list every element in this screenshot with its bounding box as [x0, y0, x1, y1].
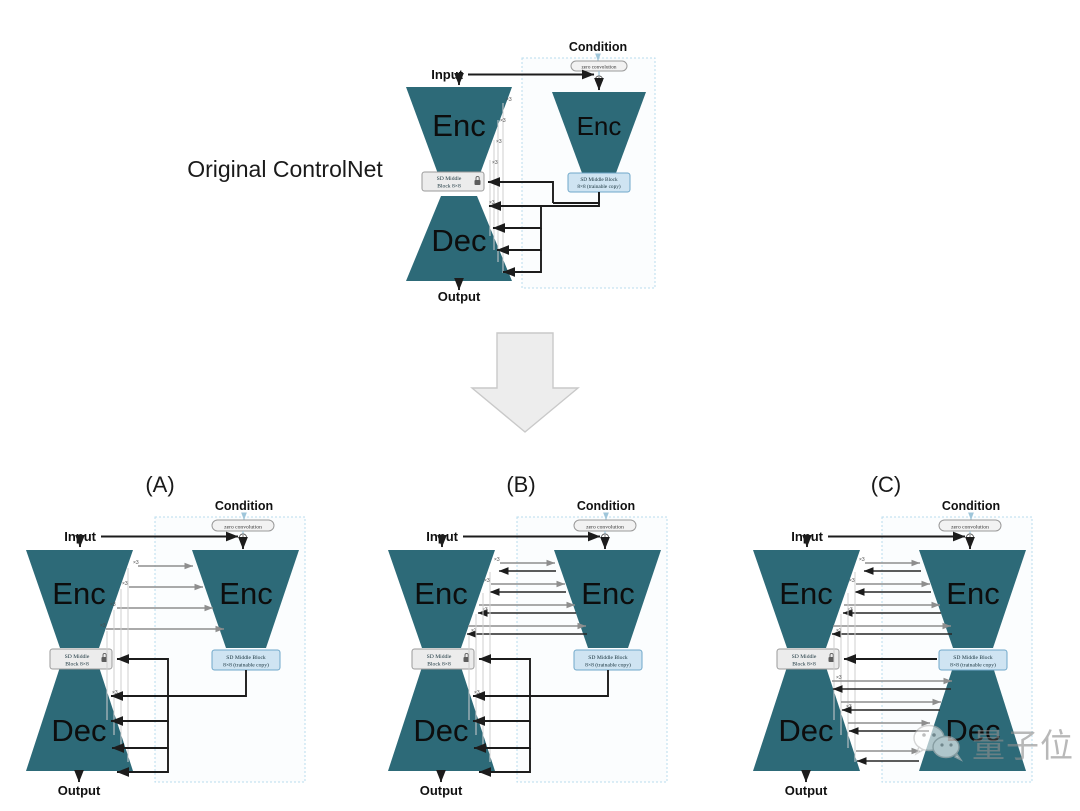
panel-B-left-decoder-label: Dec	[413, 713, 468, 748]
panel-A-inject-mult: ×3	[112, 690, 118, 696]
panel-C-left-sd-middle-block	[776, 648, 840, 670]
skip-multiplier-3: ×3	[496, 139, 502, 145]
right-sd-middle-line1: SD Middle Block	[580, 177, 618, 183]
left-sd-middle-line1: SD Middle	[437, 176, 462, 182]
lock-icon	[474, 176, 481, 185]
panel-B-left-sd-middle-block	[411, 648, 475, 670]
right-sd-middle-line2: 8×8 (trainable copy)	[577, 183, 621, 190]
output-label: Output	[438, 289, 481, 304]
panel-A-mult-3: ×3	[110, 602, 116, 608]
panel-A-right-sd-middle-line2: 8×8 (trainable copy)	[223, 661, 269, 668]
right-encoder-label: Enc	[577, 111, 622, 141]
figure-title: Original ControlNet	[187, 156, 383, 182]
panel-A-condition-label: Condition	[215, 499, 273, 513]
panel-C-zero-convolution-label: zero convolution	[951, 524, 989, 530]
panel-C-mult-1: ×3	[859, 557, 865, 563]
panel-B-left-sd-middle-line2: Block 8×8	[427, 661, 451, 667]
panel-A-right-sd-middle-line1: SD Middle Block	[226, 655, 266, 661]
panel-C-condition-label: Condition	[942, 499, 1000, 513]
panel-C-mult-2: ×3	[849, 578, 855, 584]
panel-C-right-decoder-label: Dec	[945, 713, 1000, 748]
panel-B-mult-2: ×3	[484, 578, 490, 584]
panel-B-left-encoder-label: Enc	[414, 576, 467, 611]
panel-B-encoder-links: ×3 ×3 ×3 ×3	[466, 557, 587, 638]
panel-B-condition-label: Condition	[577, 499, 635, 513]
panel-C-right-sd-middle-line1: SD Middle Block	[953, 655, 993, 661]
panel-C-dec-mult-2: ×3	[846, 704, 852, 710]
panel-C-output-label: Output	[785, 783, 828, 798]
zero-convolution-label: zero convolution	[581, 65, 616, 71]
panel-B-left-sd-middle-line1: SD Middle	[427, 654, 452, 660]
left-encoder-label: Enc	[432, 108, 485, 143]
panel-B-zero-convolution-label: zero convolution	[586, 524, 624, 530]
panel-C-encoder-links: ×3 ×3 ×3 ×3	[831, 557, 952, 638]
panel-A-left-sd-middle-line1: SD Middle	[65, 654, 90, 660]
panel-C-left-encoder-label: Enc	[779, 576, 832, 611]
panel-B-output-label: Output	[420, 783, 463, 798]
panel-A: (A) Condition zero convolution Input Enc…	[26, 472, 306, 798]
inject-multiplier: ×3	[489, 200, 495, 206]
panel-A-zero-convolution-label: zero convolution	[224, 524, 262, 530]
left-decoder-label: Dec	[431, 223, 486, 258]
panel-A-left-encoder-block	[26, 550, 133, 648]
panel-B-right-encoder-label: Enc	[581, 576, 634, 611]
panel-B-right-sd-middle-line1: SD Middle Block	[588, 655, 628, 661]
panel-C-left-encoder-block	[753, 550, 860, 648]
panel-A-control-injection: ×3	[110, 654, 247, 777]
panel-C-lock-icon	[828, 653, 835, 662]
panel-top-original-controlnet: Condition zero convolution Input Enc Enc	[187, 40, 656, 304]
panel-C-dec-mult-1: ×3	[836, 675, 842, 681]
transition-down-arrow-icon	[470, 332, 580, 433]
panel-C-left-sd-middle-line1: SD Middle	[792, 654, 817, 660]
panel-B-left-encoder-block	[388, 550, 495, 648]
panel-A-caption: (A)	[145, 472, 174, 497]
panel-A-output-label: Output	[58, 783, 101, 798]
panel-B-caption: (B)	[506, 472, 535, 497]
panel-C-left-sd-middle-line2: Block 8×8	[792, 661, 816, 667]
panel-C-mult-3: ×3	[847, 607, 853, 613]
panel-B: (B) Condition zero convolution Input Enc…	[388, 472, 668, 798]
panel-B-mult-4: ×3	[471, 628, 477, 634]
panel-C-left-decoder-label: Dec	[778, 713, 833, 748]
panel-A-mult-1: ×3	[133, 560, 139, 566]
panel-A-left-encoder-label: Enc	[52, 576, 105, 611]
skip-multiplier-4: ×3	[492, 160, 498, 166]
panel-B-mult-3: ×3	[482, 607, 488, 613]
panel-A-right-encoder-block	[192, 550, 299, 648]
panel-C: (C) Condition zero convolution Input Enc…	[753, 472, 1033, 798]
panel-C-caption: (C)	[871, 472, 902, 497]
panel-A-left-sd-middle-line2: Block 8×8	[65, 661, 89, 667]
panel-C-right-sd-middle-block	[938, 649, 1008, 671]
skip-multiplier-2: ×3	[500, 118, 506, 124]
panel-B-inject-mult: ×3	[474, 690, 480, 696]
panel-A-left-decoder-block	[26, 667, 133, 771]
left-sd-middle-block	[421, 171, 485, 192]
panel-C-left-decoder-block	[753, 667, 860, 771]
panel-B-control-injection: ×3	[472, 654, 609, 777]
panel-A-left-sd-middle-block	[49, 648, 113, 670]
panel-C-decoder-links: ×3 ×3	[832, 675, 953, 765]
top-control-injection: ×3	[487, 177, 600, 277]
panel-A-mult-4: ×3	[100, 623, 106, 629]
panel-A-lock-icon	[101, 653, 108, 662]
panel-A-right-encoder-label: Enc	[219, 576, 272, 611]
left-decoder-block	[406, 196, 512, 281]
condition-label: Condition	[569, 40, 627, 54]
right-encoder-block	[552, 92, 646, 173]
left-sd-middle-line2: Block 8×8	[437, 183, 461, 189]
panel-A-left-decoder-label: Dec	[51, 713, 106, 748]
panel-C-right-encoder-label: Enc	[946, 576, 999, 611]
skip-multiplier-1: ×3	[506, 97, 512, 103]
panel-B-left-decoder-block	[388, 667, 495, 771]
panel-C-right-sd-middle-line2: 8×8 (trainable copy)	[950, 661, 996, 668]
panel-A-mult-2: ×3	[122, 581, 128, 587]
left-encoder-block	[406, 87, 512, 182]
panel-C-mult-4: ×3	[836, 628, 842, 634]
panel-B-right-sd-middle-line2: 8×8 (trainable copy)	[585, 661, 631, 668]
panel-B-mult-1: ×3	[494, 557, 500, 563]
panel-A-encoder-links: ×3 ×3 ×3 ×3	[100, 560, 225, 633]
panel-B-lock-icon	[463, 653, 470, 662]
